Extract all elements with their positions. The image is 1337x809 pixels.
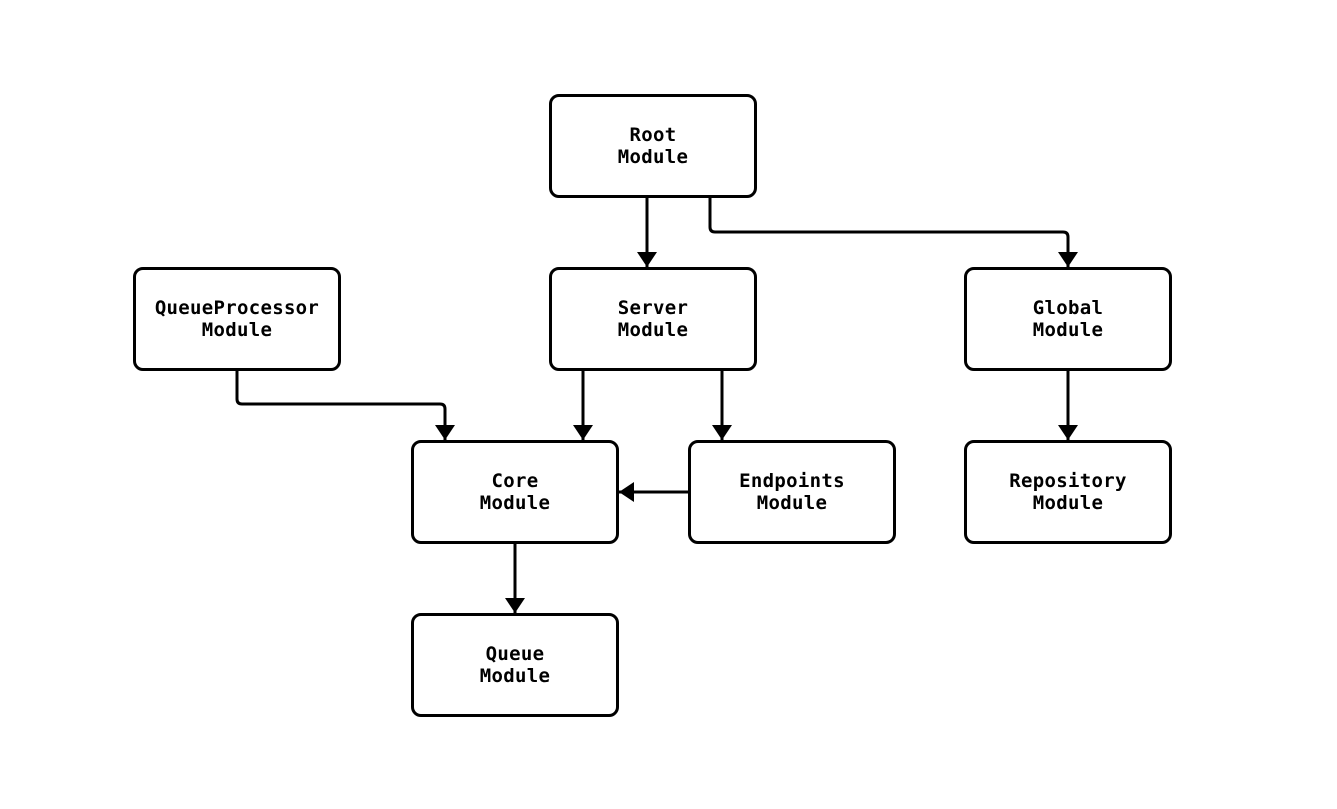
node-repository-module: Repository Module xyxy=(964,440,1172,544)
node-endpoints-module-label: Endpoints Module xyxy=(739,470,845,514)
edge-root-to-global xyxy=(708,198,1078,267)
node-global-module-label: Global Module xyxy=(1032,297,1104,341)
node-queue-module: Queue Module xyxy=(411,613,619,717)
node-queueprocessor-module-label: QueueProcessor Module xyxy=(154,297,320,341)
node-queueprocessor-module: QueueProcessor Module xyxy=(133,267,341,371)
node-core-module: Core Module xyxy=(411,440,619,544)
node-root-module-label: Root Module xyxy=(617,124,689,168)
node-server-module: Server Module xyxy=(549,267,757,371)
node-server-module-label: Server Module xyxy=(617,297,689,341)
node-core-module-label: Core Module xyxy=(479,470,551,514)
node-global-module: Global Module xyxy=(964,267,1172,371)
node-repository-module-label: Repository Module xyxy=(1009,470,1127,514)
node-queue-module-label: Queue Module xyxy=(479,643,551,687)
node-endpoints-module: Endpoints Module xyxy=(688,440,896,544)
edge-queueprocessor-to-core xyxy=(235,371,455,440)
node-root-module: Root Module xyxy=(549,94,757,198)
